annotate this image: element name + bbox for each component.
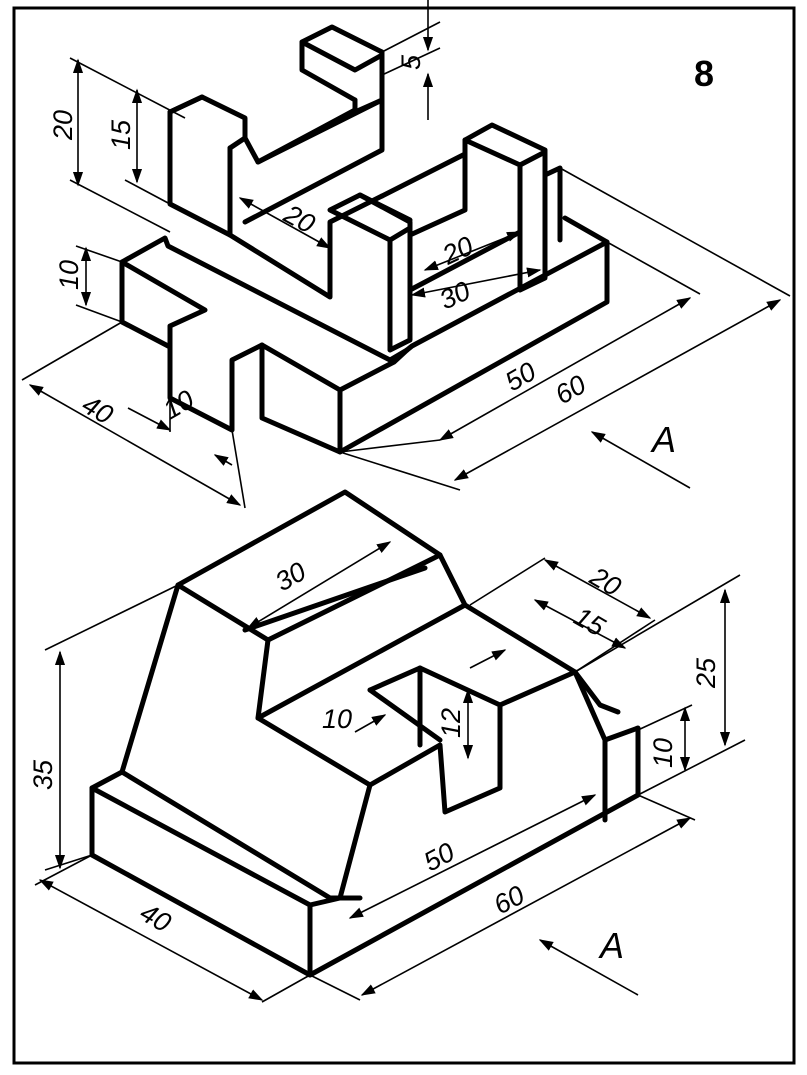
dim-label: 60 — [489, 880, 530, 921]
dim-label: 10 — [648, 738, 678, 768]
dim-label: 25 — [691, 657, 721, 689]
dim-label: 20 — [48, 110, 78, 141]
view-a-label: A — [650, 419, 676, 460]
dim-label: 60 — [550, 369, 591, 410]
sheet-number: 8 — [694, 53, 714, 94]
dim-label: 5 — [396, 54, 426, 70]
dim-label: 40 — [77, 389, 118, 430]
bottom-part-outline — [89, 489, 641, 978]
sheet-frame — [12, 6, 796, 1065]
dim-label: 20 — [584, 561, 626, 603]
dim-label: 20 — [437, 231, 478, 271]
view-a-label: A — [598, 925, 624, 966]
dim-label: 10 — [54, 260, 84, 290]
dim-label: 30 — [270, 556, 311, 597]
view-a-indicator-bottom: A — [538, 925, 639, 996]
bottom-part: 30 20 15 25 35 10 12 10 50 60 40 A — [28, 489, 746, 1003]
dim-label: 35 — [28, 759, 58, 790]
dim-label: 12 — [436, 708, 466, 738]
dim-label: 50 — [419, 837, 460, 878]
top-part-dimension-lines — [21, 0, 791, 509]
dim-label: 20 — [278, 198, 319, 239]
dim-label: 30 — [435, 276, 475, 316]
dim-label: 10 — [322, 704, 352, 734]
view-a-indicator-top: A — [590, 419, 691, 489]
dim-label: 10 — [158, 384, 199, 425]
top-part: 20 15 5 10 20 20 30 50 60 40 10 A — [21, 0, 791, 509]
bottom-part-dimension-lines — [34, 541, 746, 1003]
dim-label: 15 — [106, 119, 136, 150]
dim-label: 50 — [500, 356, 541, 397]
top-part-outline — [119, 24, 610, 455]
dim-label: 40 — [135, 897, 176, 938]
